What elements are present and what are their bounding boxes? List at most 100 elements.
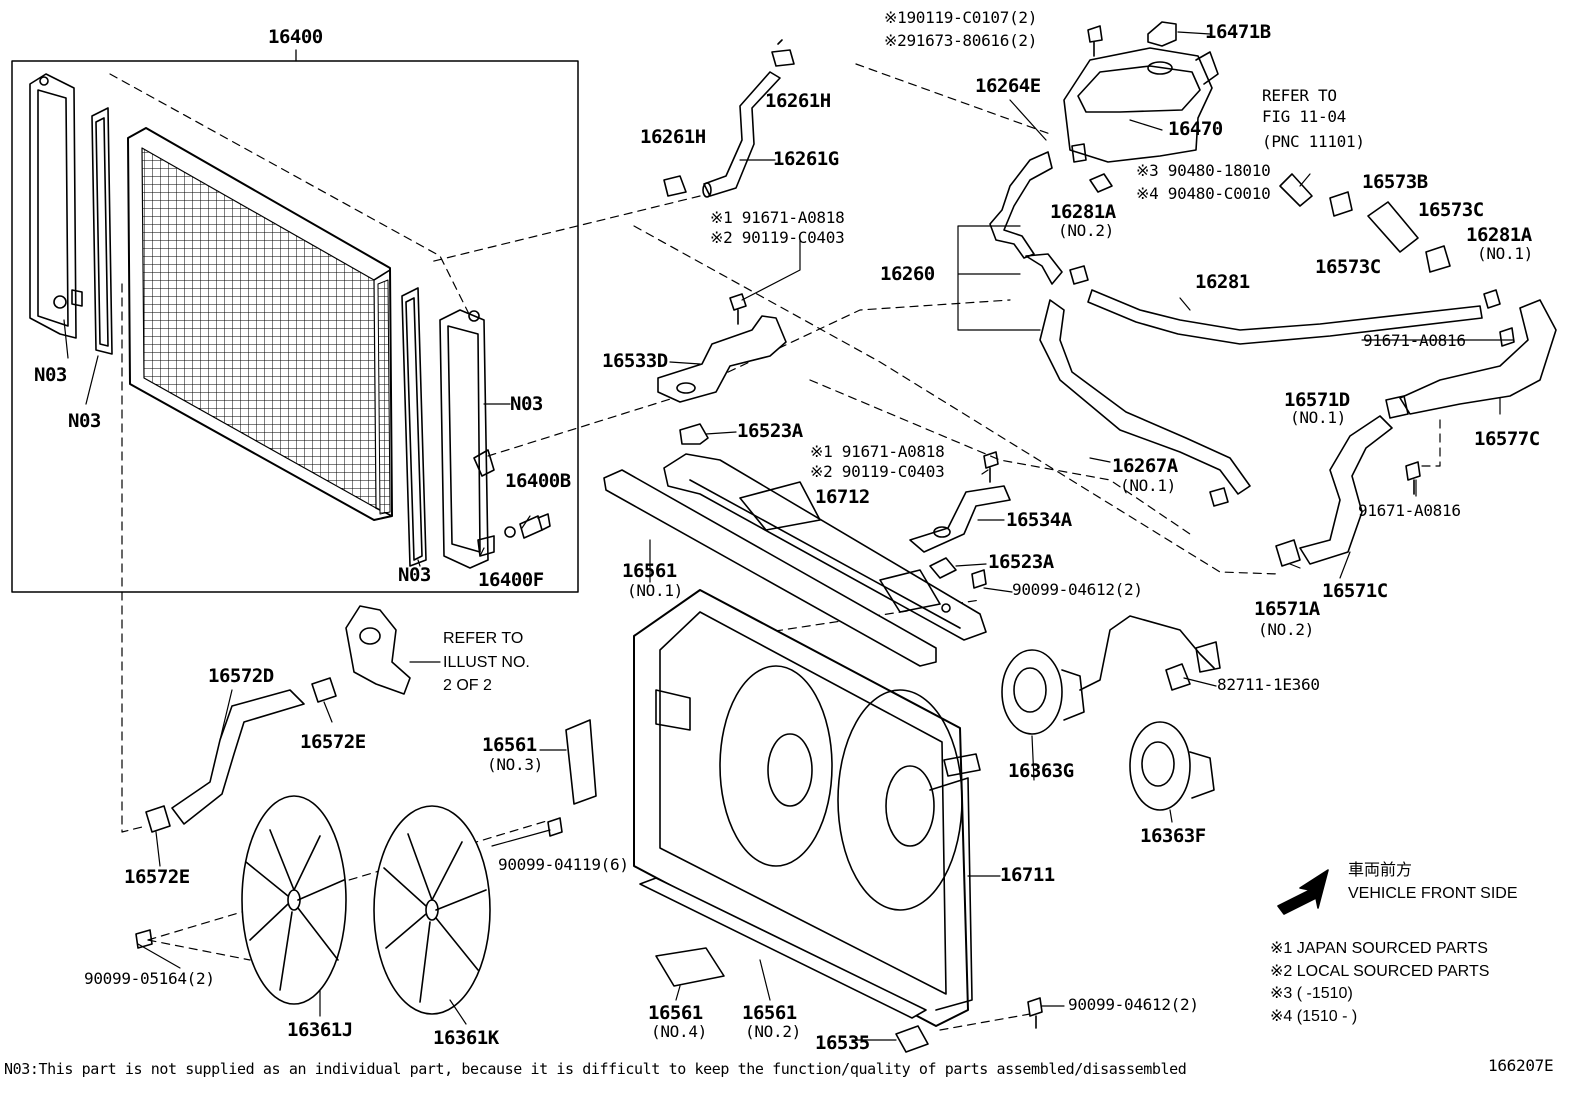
label-16573C-left: 16573C	[1315, 256, 1381, 278]
upper-hose	[702, 71, 781, 198]
label-note-190119-C0107: ※190119-C0107(2)	[884, 8, 1038, 27]
label-16571D-sub: (NO.1)	[1290, 408, 1346, 427]
label-refer-fig-2: FIG 11-04	[1262, 107, 1346, 126]
bracket-16533d	[657, 293, 787, 403]
clamp-16571d	[1385, 395, 1409, 419]
label-note-91671-A0818-b: ※1 91671-A0818	[810, 442, 945, 461]
label-91671-A0816-a: 91671-A0816	[1363, 331, 1466, 350]
label-legend-4: ※4 (1510 - )	[1270, 1008, 1358, 1025]
label-note-90119-C0403-a: ※2 90119-C0403	[710, 228, 845, 247]
label-16361J: 16361J	[287, 1019, 353, 1041]
clamp-16573c	[1425, 245, 1451, 273]
fan-16361j	[241, 795, 347, 1005]
label-16711: 16711	[1000, 864, 1055, 886]
label-16571D: 16571D	[1284, 389, 1350, 411]
label-figure-code: 166207E	[1488, 1056, 1554, 1075]
bolt	[1405, 461, 1421, 495]
hose-16571c	[1299, 415, 1393, 565]
label-16561-no4: 16561	[648, 1002, 703, 1024]
label-90099-04612-a: 90099-04612(2)	[1012, 580, 1143, 599]
label-16400B: 16400B	[505, 470, 571, 492]
label-16534A: 16534A	[1006, 509, 1072, 531]
nut	[135, 929, 153, 949]
label-90099-04119: 90099-04119(6)	[498, 855, 629, 874]
label-refer-illust-2: ILLUST NO.	[443, 654, 530, 671]
bolt	[547, 817, 563, 837]
label-N03-right: N03	[510, 393, 543, 415]
radiator-assembly-frame	[11, 60, 579, 593]
hose-clamp	[1483, 289, 1501, 309]
label-16561-no2: 16561	[742, 1002, 797, 1024]
label-note-90119-C0403-b: ※2 90119-C0403	[810, 462, 945, 481]
hose-clamp	[771, 39, 795, 67]
radiator-left-tank	[29, 73, 83, 339]
label-16261H-top: 16261H	[765, 90, 831, 112]
label-16281: 16281	[1195, 271, 1250, 293]
label-16261G: 16261G	[773, 148, 839, 170]
label-16361K: 16361K	[433, 1027, 499, 1049]
grommet	[1089, 173, 1113, 193]
radiator-support-16712	[663, 453, 987, 641]
label-refer-fig-1: REFER TO	[1262, 86, 1337, 105]
label-legend-1: ※1 JAPAN SOURCED PARTS	[1270, 940, 1488, 957]
seal-16561-no1	[603, 469, 937, 667]
left-gasket	[91, 107, 113, 355]
label-footnote: N03:This part is not supplied as an indi…	[4, 1060, 1187, 1078]
label-16571A-sub: (NO.2)	[1258, 620, 1314, 639]
label-16572E-top: 16572E	[300, 731, 366, 753]
label-16571A: 16571A	[1254, 598, 1320, 620]
reservoir-hose	[989, 151, 1251, 495]
label-90099-04612-b: 90099-04612(2)	[1068, 995, 1199, 1014]
label-note-291673-80616: ※291673-80616(2)	[884, 31, 1038, 50]
bolt	[1027, 997, 1043, 1029]
hose-16281	[1087, 289, 1483, 345]
bolt	[971, 569, 987, 589]
label-note-90480-C0010: ※4 90480-C0010	[1136, 184, 1271, 203]
label-refer-illust-1: REFER TO	[443, 630, 524, 647]
label-16281A-right: 16281A	[1466, 224, 1532, 246]
fan-motor-16363f	[1129, 721, 1215, 811]
label-front-en: VEHICLE FRONT SIDE	[1348, 885, 1518, 902]
bracket-16534a	[909, 451, 1011, 553]
label-16281A-right-sub: (NO.1)	[1477, 244, 1533, 263]
bolt	[1499, 327, 1515, 347]
label-16260: 16260	[880, 263, 935, 285]
leader-lines	[63, 31, 1515, 1041]
label-16573B: 16573B	[1362, 171, 1428, 193]
label-16261H-left: 16261H	[640, 126, 706, 148]
label-90099-05164: 90099-05164(2)	[84, 969, 215, 988]
label-91671-A0816-b: 91671-A0816	[1358, 501, 1461, 520]
label-16363G: 16363G	[1008, 760, 1074, 782]
fan-shroud	[633, 589, 981, 1027]
radiator-right-tank	[439, 309, 495, 569]
label-note-90480-18010: ※3 90480-18010	[1136, 161, 1271, 180]
label-16267A: 16267A	[1112, 455, 1178, 477]
seal-16561-no2	[639, 877, 927, 1019]
label-legend-3: ※3 ( -1510)	[1270, 985, 1353, 1002]
cushion-16523a	[929, 557, 957, 579]
radiator-core	[127, 127, 393, 521]
label-16573C-right: 16573C	[1418, 199, 1484, 221]
reservoir-tank	[1063, 47, 1219, 163]
cushion-16523a	[679, 423, 709, 445]
label-16523A-top: 16523A	[737, 420, 803, 442]
label-82711-1E360: 82711-1E360	[1217, 675, 1320, 694]
connector	[1165, 663, 1191, 691]
pipe	[1279, 173, 1313, 207]
label-16533D: 16533D	[602, 350, 668, 372]
label-16571C: 16571C	[1322, 580, 1388, 602]
label-16561-no3: 16561	[482, 734, 537, 756]
seal-16561-no3	[565, 719, 597, 805]
label-16281A-left-sub: (NO.2)	[1058, 221, 1114, 240]
label-16572D: 16572D	[208, 665, 274, 687]
label-16712: 16712	[815, 486, 870, 508]
clamp-16267a	[1209, 487, 1229, 507]
clamp-16571a	[1275, 539, 1301, 567]
fan-motor-16363g	[1001, 615, 1215, 735]
bolt	[1087, 25, 1103, 57]
label-16470: 16470	[1168, 118, 1223, 140]
hose-clamp	[663, 175, 687, 197]
label-refer-fig-3: (PNC 11101)	[1262, 132, 1365, 151]
label-N03-left: N03	[34, 364, 67, 386]
